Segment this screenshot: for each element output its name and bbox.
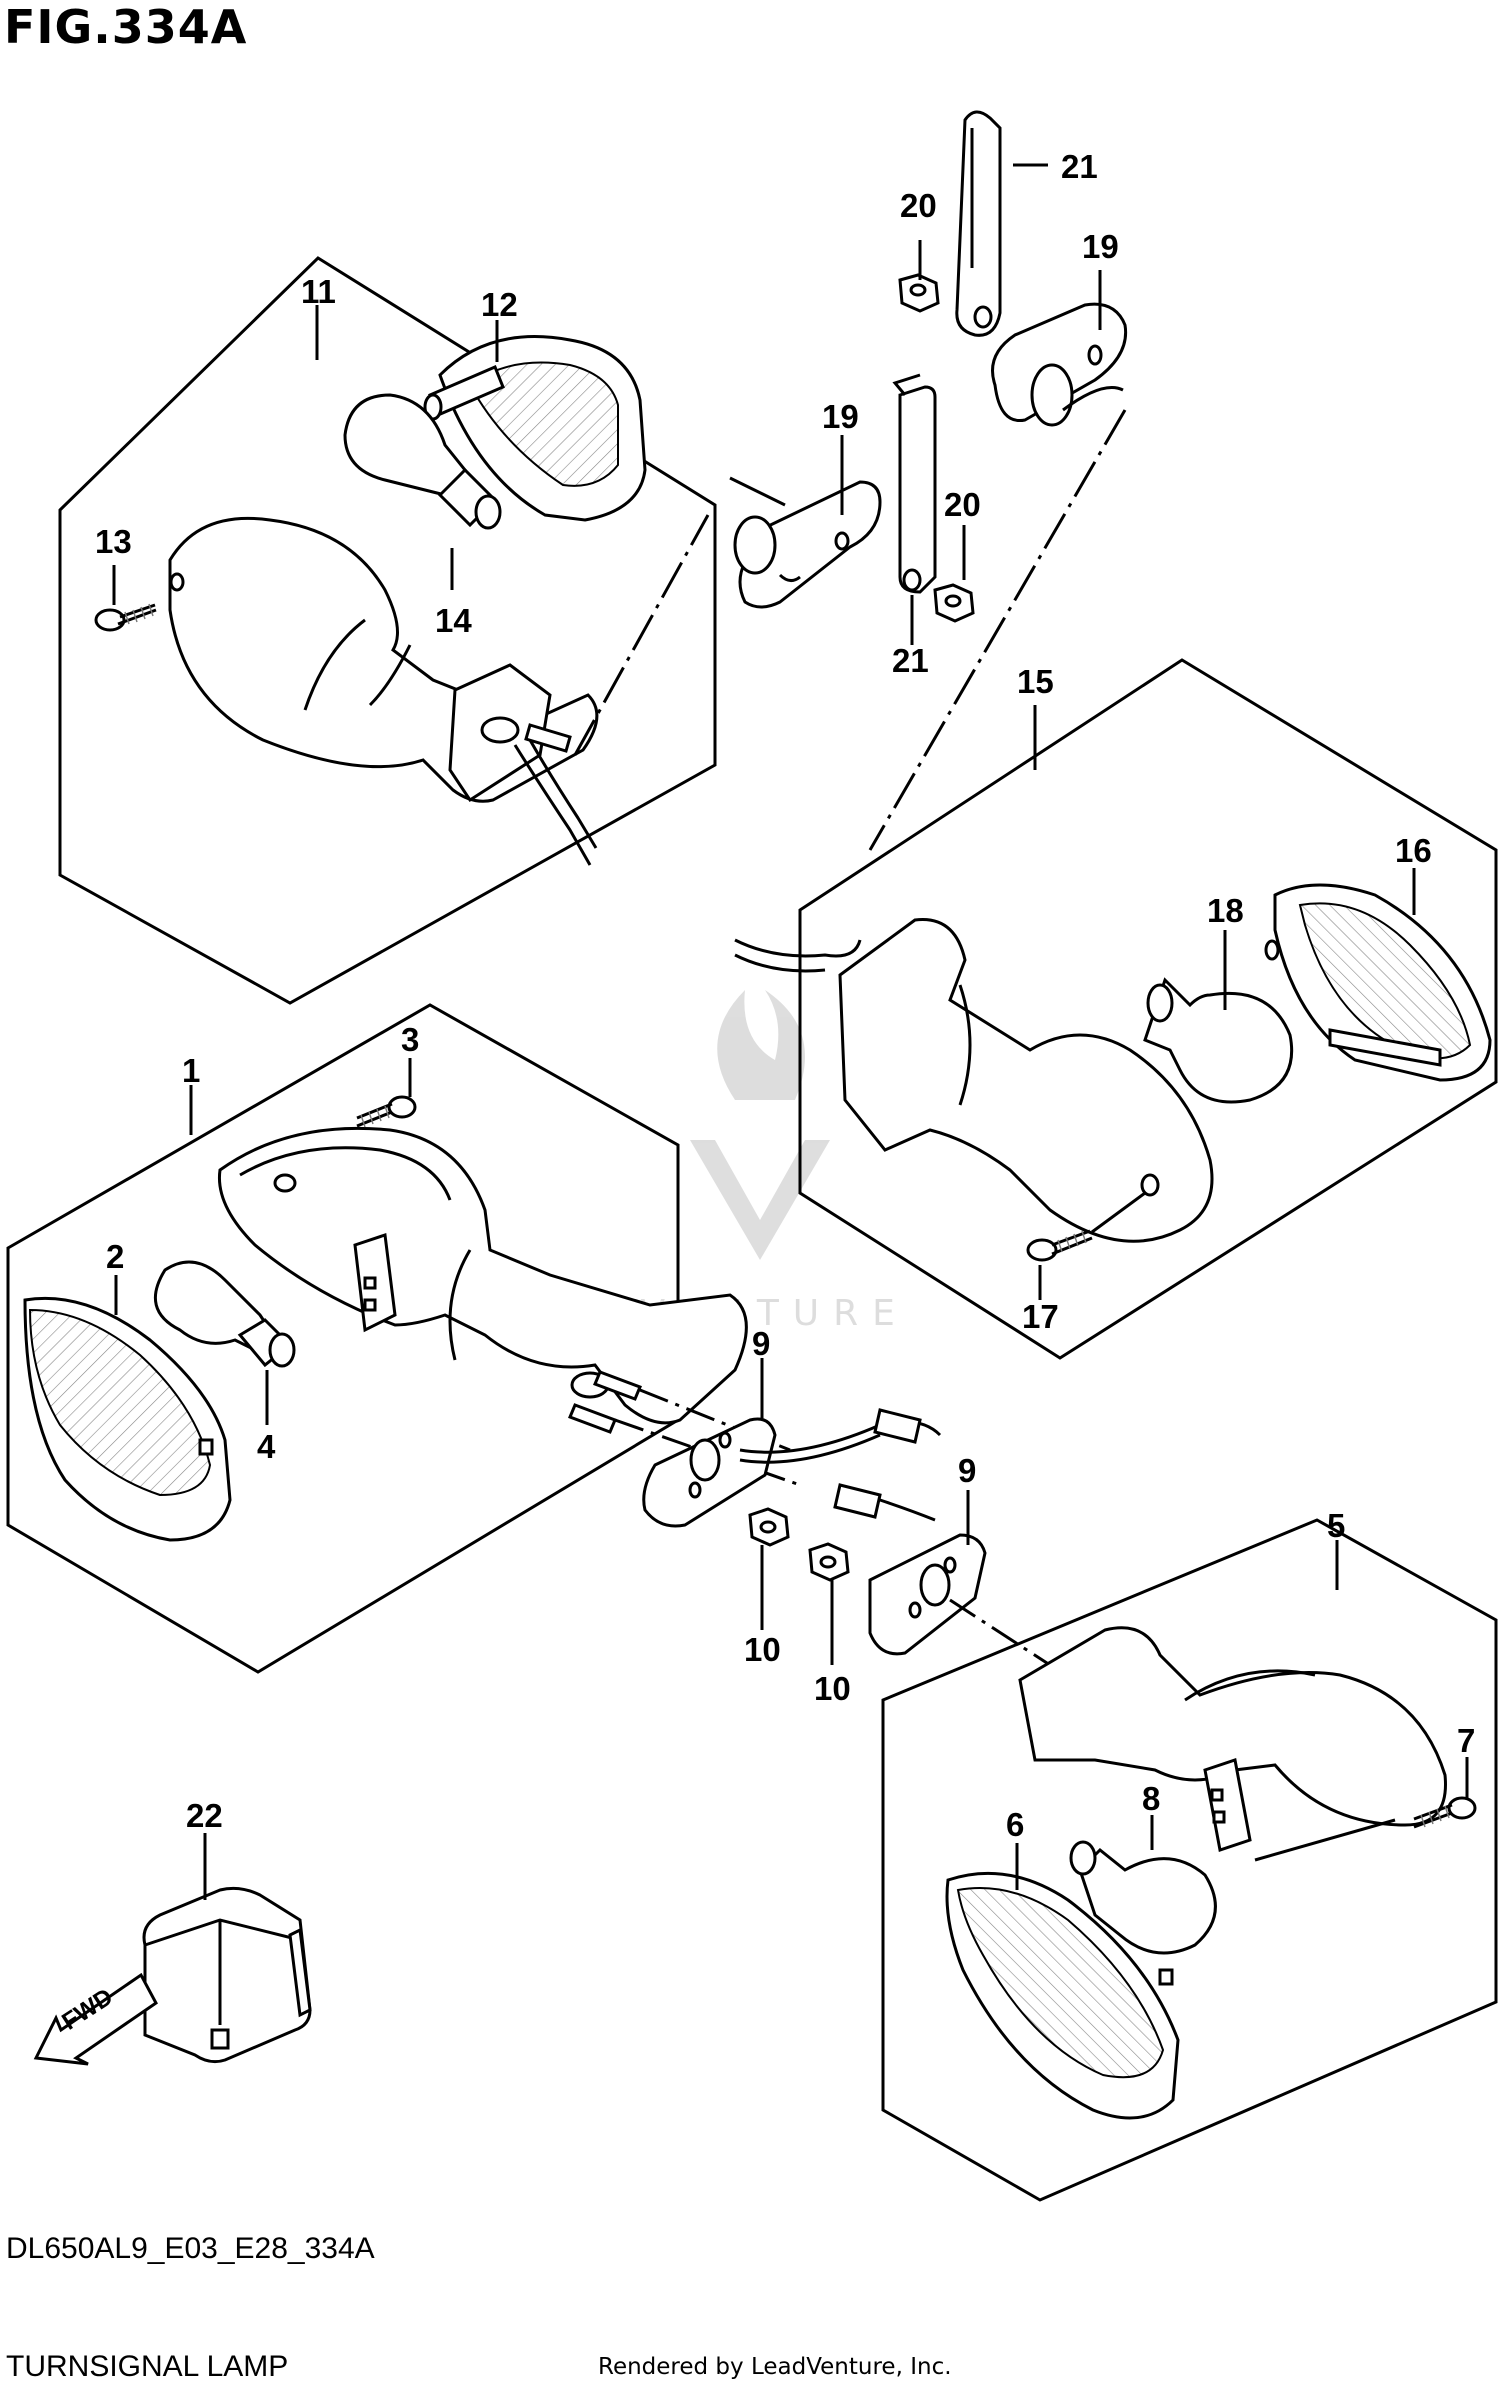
lens-2 — [23, 1296, 232, 1542]
gasket-9-left — [642, 1417, 777, 1528]
assembly-box-11 — [58, 256, 717, 1005]
bracket-21-upper — [955, 110, 1002, 337]
leader-15-bracket — [868, 409, 1127, 851]
assembly-box-5 — [881, 1518, 1498, 2202]
turn-signal-assembly-1 — [217, 1126, 801, 1487]
screw-17 — [1026, 1229, 1093, 1262]
nut-10-left — [748, 1507, 790, 1547]
callout-9-left: 9 — [752, 1325, 770, 1362]
grommet-19-left — [733, 480, 882, 609]
callout-6: 6 — [1006, 1806, 1024, 1843]
callout-16: 16 — [1395, 832, 1432, 869]
callout-22: 22 — [186, 1797, 223, 1834]
wire-connector-9 — [739, 1408, 942, 1522]
callout-21-upper: 21 — [1061, 148, 1098, 185]
callout-19-left: 19 — [822, 398, 859, 435]
screw-3 — [356, 1095, 417, 1128]
grommet-19-right — [991, 302, 1128, 427]
rendered-by-credit: Rendered by LeadVenture, Inc. — [598, 2354, 952, 2380]
bulb-14 — [343, 393, 502, 530]
callout-3: 3 — [401, 1021, 419, 1058]
callout-1: 1 — [182, 1052, 200, 1089]
callout-10-left: 10 — [744, 1631, 781, 1668]
relay-22 — [142, 1886, 312, 2064]
callout-8: 8 — [1142, 1780, 1160, 1817]
callout-15: 15 — [1017, 663, 1054, 700]
callout-14: 14 — [435, 602, 472, 639]
screw-7 — [1413, 1796, 1477, 1829]
nut-20-lower — [933, 583, 975, 623]
lens-12 — [423, 335, 647, 522]
figure-title: FIG.334A — [4, 0, 248, 54]
callout-18: 18 — [1207, 892, 1244, 929]
callout-7: 7 — [1457, 1722, 1475, 1759]
assembly-box-15 — [798, 658, 1498, 1360]
turn-signal-assembly-15 — [734, 918, 1214, 1243]
callout-10-right: 10 — [814, 1670, 851, 1707]
callout-9-right: 9 — [958, 1452, 976, 1489]
fwd-arrow: FWD — [33, 1972, 158, 2066]
nut-10-right — [808, 1542, 850, 1582]
bulb-8 — [1069, 1840, 1217, 1955]
callout-labels: 11 12 13 14 21 20 19 19 20 21 15 16 18 1… — [95, 148, 1475, 1843]
callout-12: 12 — [481, 286, 518, 323]
callout-20-upper: 20 — [900, 187, 937, 224]
turn-signal-assembly-5 — [1018, 1626, 1447, 1862]
bracket-21-lower — [892, 373, 937, 594]
leader-11-grommet — [729, 476, 786, 507]
gasket-9-right — [868, 1533, 1051, 1667]
callout-17: 17 — [1022, 1298, 1059, 1335]
callout-19-right: 19 — [1082, 228, 1119, 265]
callout-4: 4 — [257, 1428, 276, 1465]
callout-20-lower: 20 — [944, 486, 981, 523]
bulb-18 — [1143, 977, 1294, 1104]
callout-21-lower: 21 — [892, 642, 929, 679]
callout-2: 2 — [106, 1238, 124, 1275]
screw-13 — [94, 603, 157, 632]
figure-name: TURNSIGNAL LAMP — [6, 2350, 289, 2383]
turn-signal-assembly-11 — [168, 514, 710, 866]
callout-11: 11 — [301, 273, 336, 310]
nut-20-upper — [898, 273, 940, 313]
callout-5: 5 — [1327, 1507, 1345, 1544]
callout-13: 13 — [95, 523, 132, 560]
screw-17-leader — [1091, 1191, 1146, 1234]
leader-lines — [112, 163, 1469, 1900]
bulb-4 — [153, 1260, 296, 1368]
lens-6 — [945, 1871, 1180, 2120]
figure-code: DL650AL9_E03_E28_334A — [6, 2232, 375, 2265]
lens-16 — [1264, 883, 1492, 1082]
